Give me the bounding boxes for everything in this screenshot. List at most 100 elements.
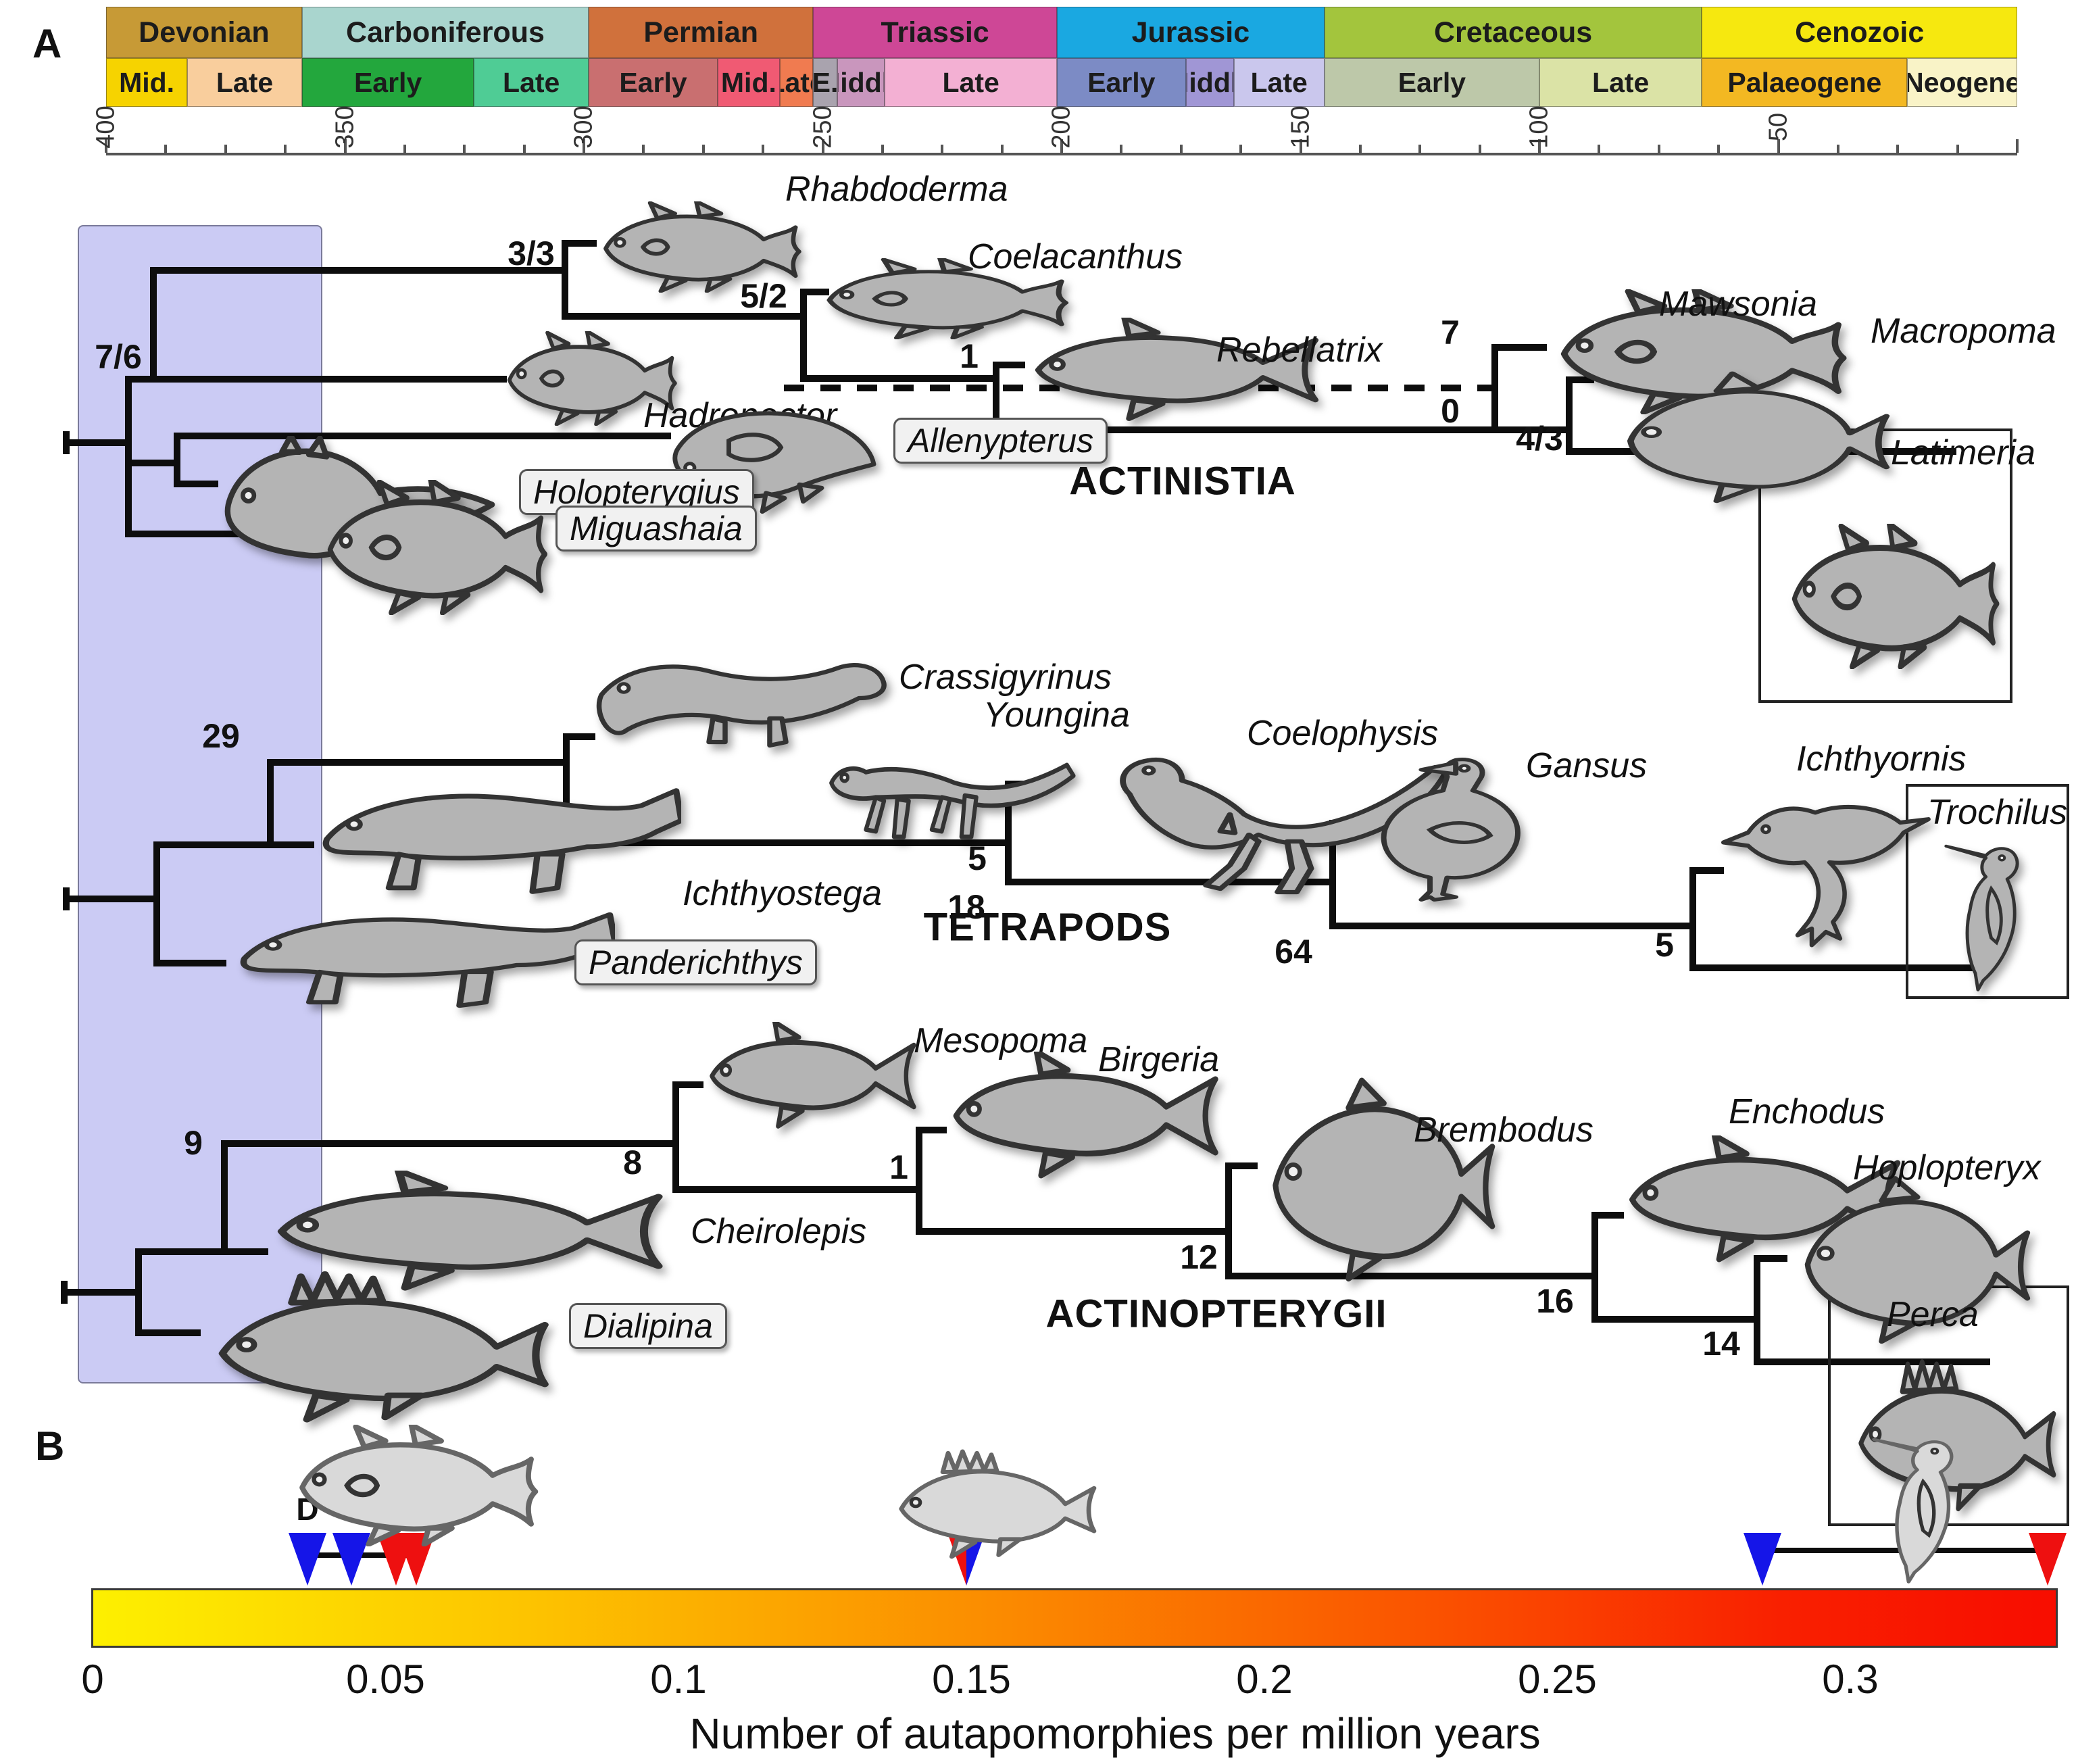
- timescale-tick: [881, 145, 884, 153]
- timescale-tick: [1179, 145, 1183, 153]
- branch-line: [150, 267, 157, 383]
- timescale-period-carboniferous: Carboniferous: [301, 7, 589, 58]
- clade-title-tetrapods: TETRAPODS: [923, 905, 1172, 950]
- timescale-tick: [403, 145, 406, 153]
- branch-line: [1754, 1255, 1787, 1262]
- timescale-epoch-middle: Middle: [837, 58, 885, 107]
- timescale-tick: [164, 145, 168, 153]
- taxon-label-ichthyostega: Ichthyostega: [683, 874, 882, 913]
- timescale-epoch-early: Early: [589, 58, 718, 107]
- silhouette-trochilus: [1938, 837, 2050, 992]
- branch-line: [125, 531, 316, 537]
- rate-marker-blue-triangle: [289, 1533, 326, 1586]
- taxon-label-panderichthys: Panderichthys: [574, 939, 817, 985]
- timescale-tick: [1418, 145, 1422, 153]
- silhouette-rhabdoderma: [593, 199, 806, 293]
- silhouette-dialipina: [201, 1265, 563, 1424]
- timescale-tick: [1717, 145, 1721, 153]
- silhouette-gansus: [1357, 752, 1563, 914]
- branch-line: [563, 839, 1012, 846]
- branch-line: [174, 433, 180, 487]
- taxon-label-mawsonia: Mawsonia: [1659, 285, 1818, 324]
- taxon-label-allenypterus: Allenypterus: [893, 418, 1108, 464]
- silhouette-panderichthys: [226, 898, 618, 1023]
- timescale-tick: [1538, 139, 1541, 153]
- timescale-period-cretaceous: Cretaceous: [1324, 7, 1702, 58]
- panel-b-label: B: [35, 1423, 65, 1469]
- timescale-period-cenozoic: Cenozoic: [1702, 7, 2017, 58]
- rate-marker-blue-triangle: [332, 1533, 370, 1586]
- rate-tick-label: 0.1: [650, 1657, 707, 1702]
- timescale-epoch-palaeogene: Palaeogene: [1702, 58, 1908, 107]
- branch-line: [135, 1248, 228, 1255]
- node-support-label: 4/3: [1516, 420, 1563, 458]
- timescale-tick: [284, 145, 287, 153]
- node-support-label: 7/6: [95, 338, 142, 376]
- silhouette-rebellatrix: [1024, 315, 1335, 422]
- timescale-age-label: 400: [91, 105, 120, 149]
- timescale-period-permian: Permian: [589, 7, 814, 58]
- branch-line: [1591, 1212, 1624, 1219]
- timescale-epoch-late: Late: [474, 58, 589, 107]
- branch-line: [993, 362, 999, 433]
- node-support-label: 7: [1441, 314, 1460, 351]
- node-support-label: 29: [202, 717, 240, 755]
- branch-line: [153, 960, 226, 966]
- silhouette-coelacanthus: [814, 256, 1074, 340]
- taxon-label-miguashaia: Miguashaia: [555, 506, 757, 552]
- coelacanth-silhouette: [287, 1422, 544, 1547]
- branch-line: [221, 1140, 679, 1147]
- branch-line: [1329, 923, 1696, 929]
- silhouette-cheirolepis: [262, 1167, 685, 1292]
- timescale-tick: [642, 145, 645, 153]
- branch-line: [1591, 1316, 1760, 1323]
- branch-line: [153, 841, 274, 848]
- clade-title-actinopterygii: ACTINOPTERYGII: [1045, 1292, 1387, 1336]
- timescale-tick: [2016, 139, 2019, 153]
- branch-line: [1689, 964, 1990, 971]
- node-support-label: 14: [1702, 1325, 1740, 1363]
- timescale-tick: [1598, 145, 1601, 153]
- taxon-label-coelophysis: Coelophysis: [1247, 714, 1439, 753]
- timescale-epoch-late: Late: [1539, 58, 1702, 107]
- silhouette-ichthyornis: [1720, 789, 1950, 962]
- branch-line: [800, 289, 829, 295]
- taxon-label-macropoma: Macropoma: [1871, 312, 2056, 351]
- branch-line: [221, 1248, 268, 1255]
- branch-line: [267, 759, 570, 766]
- branch-line: [916, 1228, 1232, 1235]
- branch-line: [993, 426, 1573, 433]
- timescale-tick: [1657, 145, 1660, 153]
- rate-tick-label: 0.05: [346, 1657, 425, 1702]
- node-support-label: 8: [623, 1144, 642, 1181]
- extant-taxon-box: [1906, 784, 2069, 999]
- silhouette-macropoma: [1607, 370, 1894, 506]
- branch-line: [1005, 781, 1012, 885]
- node-support-label: 18: [947, 888, 985, 926]
- rate-tick-label: 0.15: [932, 1657, 1011, 1702]
- taxon-label-hoplopteryx: Hoplopteryx: [1853, 1148, 2041, 1187]
- timescale-age-label: 150: [1286, 105, 1314, 149]
- timescale-tick: [522, 145, 526, 153]
- timescale-epoch-mid: Mid.: [717, 58, 780, 107]
- branch-line: [993, 362, 1025, 368]
- branch-line: [174, 481, 218, 487]
- silhouette-enchodus: [1618, 1132, 1916, 1264]
- timescale-epoch-early: Early: [1056, 58, 1186, 107]
- rate-marker-blue-triangle: [1744, 1533, 1781, 1586]
- branch-line: [563, 733, 595, 740]
- taxon-label-coelacanthus: Coelacanthus: [968, 237, 1183, 276]
- devonian-highlight-band: [78, 225, 322, 1383]
- taxon-label-mesopoma: Mesopoma: [914, 1021, 1088, 1060]
- branch-line: [63, 896, 160, 902]
- silhouette-hoplopteryx: [1787, 1175, 2034, 1347]
- timescale-tick: [1478, 145, 1481, 153]
- branch-line: [672, 1186, 922, 1193]
- branch-line: [562, 240, 597, 247]
- branch-line: [267, 841, 314, 848]
- timescale-age-label: 250: [808, 105, 837, 149]
- branch-line: [1225, 1162, 1232, 1279]
- branch-line: [125, 376, 132, 537]
- branch-line: [916, 1127, 922, 1235]
